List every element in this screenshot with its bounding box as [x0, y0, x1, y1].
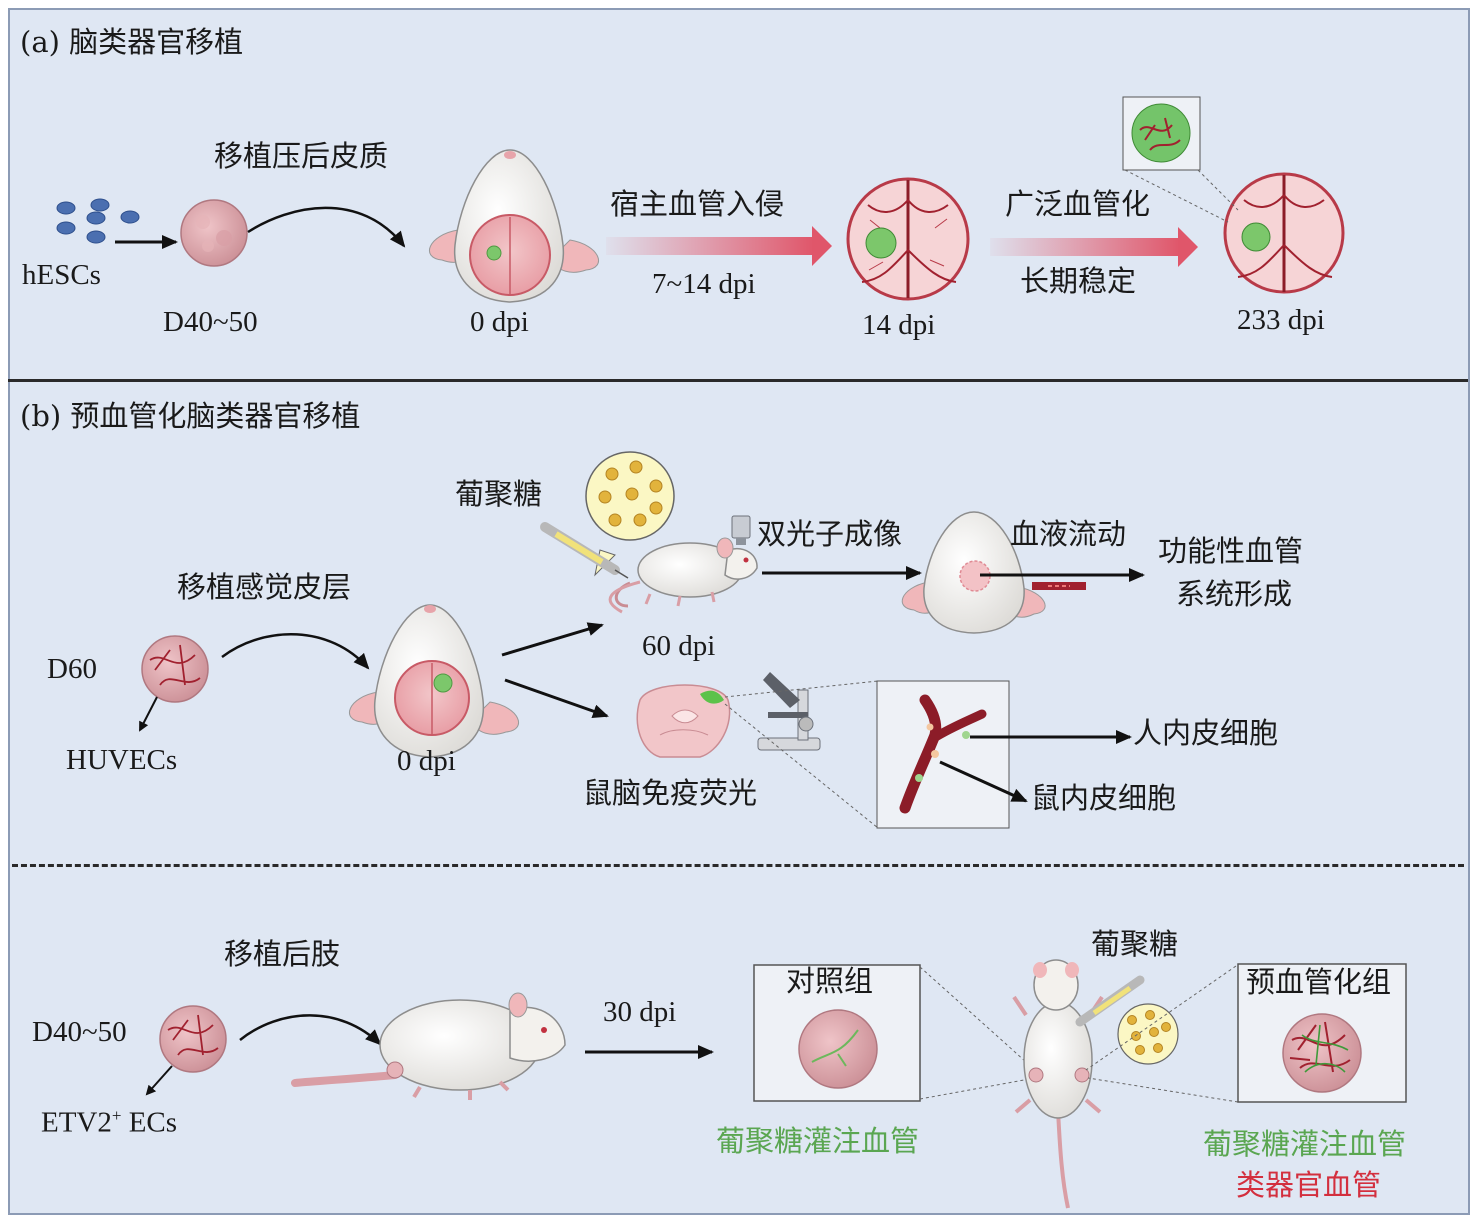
- mouse-side-icon: [608, 537, 758, 614]
- etv2-ecs-label: ETV2+ ECs: [41, 1106, 178, 1139]
- immunofluorescence-label: 鼠脑免疫荧光: [583, 776, 758, 810]
- arrow-mouse-ec: [939, 760, 1028, 803]
- dpi-14-label: 14 dpi: [862, 309, 936, 341]
- gradient-arrow-2: [990, 227, 1198, 267]
- hesc-cells-icon: [56, 198, 140, 244]
- vascularized-organoid-icon-c: [159, 1005, 227, 1073]
- arrow2-bottom-label: 长期稳定: [1020, 264, 1137, 298]
- day-label-c: D40~50: [32, 1016, 127, 1048]
- transplant-label-a: 移植压后皮质: [214, 139, 389, 173]
- huvecs-label: HUVECs: [66, 744, 178, 776]
- mouse-ec-label: 鼠内皮细胞: [1031, 781, 1177, 815]
- dpi-0-label-b: 0 dpi: [397, 745, 456, 777]
- dextran-bubble-icon-c: [1117, 1003, 1179, 1065]
- mouse-head-icon: [429, 149, 599, 303]
- arrow-huvecs: [139, 696, 158, 732]
- mouse-head-icon-b: [349, 604, 519, 758]
- prevascularized-group-label: 预血管化组: [1246, 965, 1392, 999]
- dpi-233-label: 233 dpi: [1237, 304, 1325, 336]
- curved-arrow-transplant-c: [239, 1014, 382, 1046]
- transplant-label-b: 移植感觉皮层: [177, 570, 352, 604]
- prevasc-caption-dextran: 葡聚糖灌注血管: [1203, 1127, 1407, 1161]
- zoom-inset-organoid: [1122, 96, 1239, 223]
- two-photon-label: 双光子成像: [757, 517, 903, 551]
- vascularized-organoid-icon-b: [141, 635, 209, 703]
- dpi-0-label-a: 0 dpi: [470, 306, 529, 338]
- curved-arrow-transplant-a: [247, 206, 406, 248]
- control-group-label: 对照组: [786, 964, 874, 998]
- mouse-head-imaging-icon: [901, 511, 1086, 634]
- dashed-separator: [12, 864, 1464, 867]
- panel-b-title: (b) 预血管化脑类器官移植: [20, 399, 361, 433]
- result-line2: 系统形成: [1176, 577, 1293, 611]
- syringe-icon: [540, 522, 629, 579]
- dpi-30-label: 30 dpi: [603, 996, 677, 1028]
- blood-flow-label: 血液流动: [1010, 517, 1127, 551]
- control-caption: 葡聚糖灌注血管: [716, 1124, 920, 1158]
- control-group-box: [753, 964, 921, 1102]
- dextran-label-b: 葡聚糖: [455, 477, 543, 511]
- organoid-icon: [180, 199, 248, 267]
- day-label-a: D40~50: [163, 306, 258, 338]
- microscope-objective-icon: [731, 515, 751, 545]
- dextran-label-c: 葡聚糖: [1091, 927, 1179, 961]
- prevasc-caption-organoid: 类器官血管: [1236, 1168, 1382, 1202]
- prevascularized-group-box: [1237, 963, 1407, 1103]
- arrow-to-imaging: [501, 622, 604, 657]
- panel-a: [8, 8, 1470, 382]
- mouse-top-view-icon: [1012, 959, 1104, 1209]
- arrow-etv2-ecs: [145, 1065, 173, 1096]
- dpi-60-label: 60 dpi: [642, 630, 716, 662]
- syringe-icon-c: [1075, 975, 1145, 1027]
- human-ec-label: 人内皮细胞: [1133, 716, 1279, 750]
- brain-section-icon: [636, 684, 731, 758]
- day-label-b: D60: [47, 653, 97, 685]
- hescs-label: hESCs: [22, 259, 101, 291]
- arrow1-top-label: 宿主血管入侵: [610, 187, 785, 221]
- mouse-large-side-icon: [291, 992, 566, 1100]
- transplant-label-c: 移植后肢: [224, 937, 341, 971]
- arrow1-bottom-label: 7~14 dpi: [652, 268, 756, 300]
- panel-divider: [8, 379, 1468, 382]
- curved-arrow-transplant-b: [221, 633, 370, 670]
- brain-vascularized-icon-233dpi: [1223, 172, 1345, 294]
- result-line1: 功能性血管: [1158, 534, 1304, 568]
- brain-vascularized-icon-14dpi: [846, 177, 970, 301]
- arrow2-top-label: 广泛血管化: [1005, 187, 1151, 221]
- gradient-arrow-1: [606, 226, 832, 266]
- microscope-icon: [757, 672, 821, 751]
- panel-a-title: (a) 脑类器官移植: [20, 25, 244, 59]
- dextran-bubble-icon: [585, 451, 675, 577]
- vessel-inset-box: [876, 680, 1010, 829]
- arrow-to-if: [504, 678, 609, 718]
